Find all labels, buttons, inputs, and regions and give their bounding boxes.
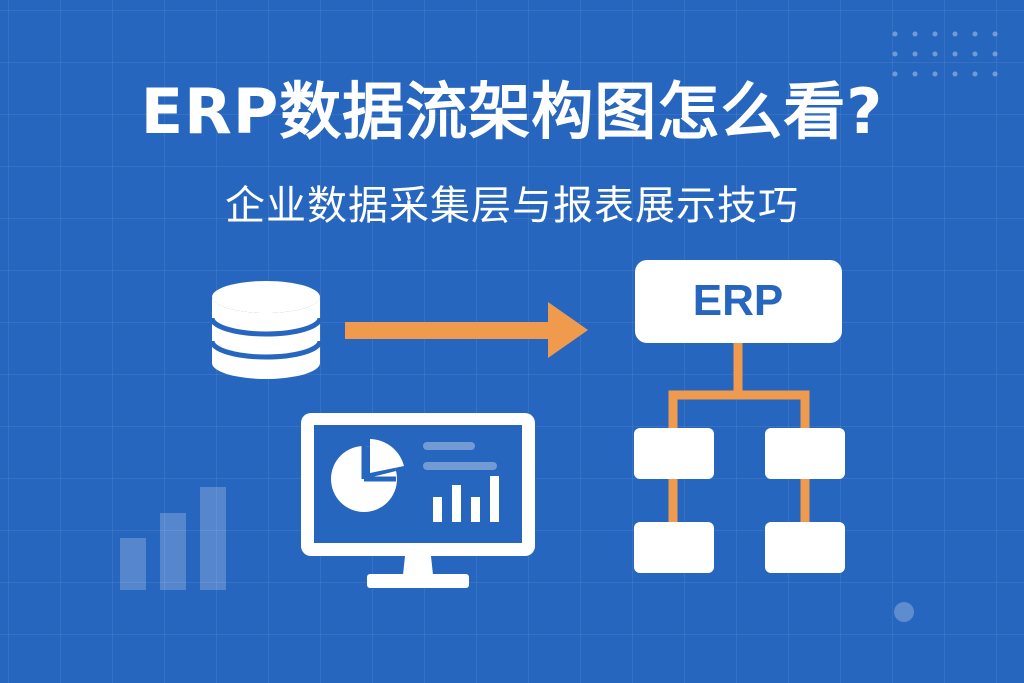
tree-node [634, 428, 714, 479]
erp-node-label: ERP [693, 276, 783, 325]
tree-node [765, 522, 845, 573]
placeholder-line [423, 462, 497, 470]
decor-dot [894, 602, 914, 622]
tree-node [634, 522, 714, 573]
page-title: ERP数据流架构图怎么看? [140, 75, 884, 148]
monitor-dashboard-icon [301, 413, 535, 588]
org-tree-icon: ERP [634, 260, 845, 573]
placeholder-line [423, 442, 475, 450]
pie-chart-icon [331, 439, 404, 512]
page-subtitle: 企业数据采集层与报表展示技巧 [225, 183, 799, 229]
database-icon [209, 281, 323, 379]
decor-bar-chart-icon [120, 487, 226, 590]
tree-node [765, 428, 845, 479]
bar-chart-icon [433, 476, 499, 522]
erp-node [635, 260, 842, 343]
arrow-right-icon [345, 302, 588, 358]
